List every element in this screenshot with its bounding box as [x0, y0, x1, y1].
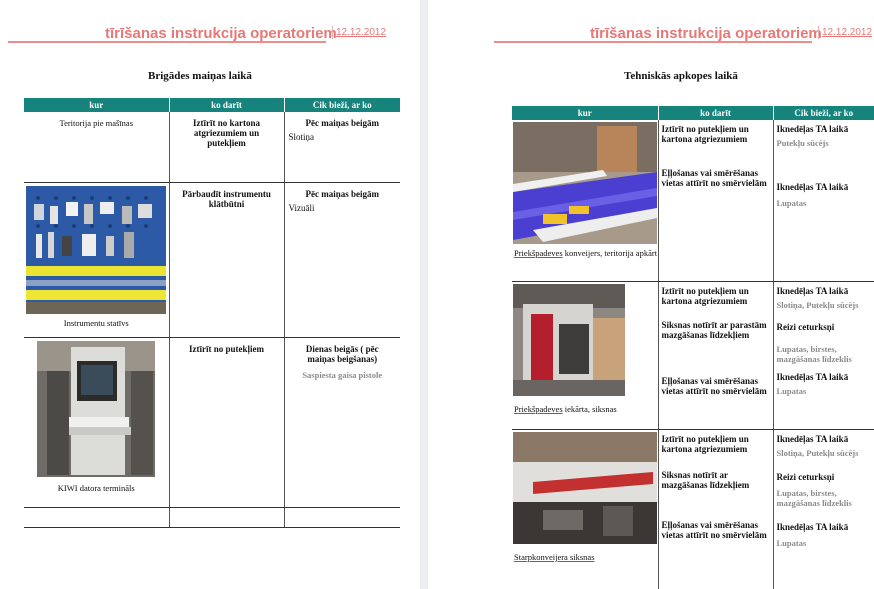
table-row: Starpkonveijera siksnas Iztīrīt no putek…: [512, 429, 874, 589]
freq-text: Pēc maiņas beigām: [305, 188, 380, 199]
table-row: Instrumentu statīvs Pārbaudīt instrument…: [24, 182, 400, 338]
freq-text: Dienas beigās ( pēc maiņas beigšanas): [305, 343, 379, 364]
kur-rest: konveijers, teritorija apkārt: [562, 248, 658, 258]
freq-cell: Iknedēļas TA laikā Slotiņa, Putekļu sūcē…: [772, 281, 874, 430]
ko-cell: Pārbaudīt instrumentu klātbūtni: [168, 182, 284, 338]
freq-cell: Pēc maiņas beigām Slotiņa: [283, 112, 400, 183]
cleaning-table-left: kur ko darīt Cik bieži, ar ko Teritorija…: [24, 98, 400, 528]
infeed-conveyor-photo: [513, 122, 657, 244]
kur-text: Starpkonveijera siksnas: [512, 544, 658, 562]
kur-cell: Starpkonveijera siksnas: [512, 429, 658, 589]
kiwi-terminal-photo: [37, 340, 156, 477]
kur-cell: Priekšpadeves iekārta, siksnas: [512, 281, 658, 430]
infeed-machine-photo: [513, 283, 625, 396]
kur-cell: KIWI datora termināls: [24, 337, 169, 508]
tool-text: Lupatas: [776, 198, 807, 208]
ko-text: Eļļošanas vai smērēšanas vietas attīrīt …: [661, 375, 767, 396]
ko-text: Siksnas notīrīt ar parastām mazgāšanas l…: [661, 319, 767, 340]
ko-text: Eļļošanas vai smērēšanas vietas attīrīt …: [661, 168, 767, 188]
empty-cell: [168, 507, 284, 528]
tool-text: Lupatas: [776, 385, 807, 396]
header-title: tīrīšanas instrukcija operatoriem: [105, 25, 337, 42]
header-line: [8, 41, 326, 43]
ko-text: Pārbaudīt instrumentu klātbūtni: [182, 188, 271, 209]
table-row: Priekšpadeves konveijers, teritorija apk…: [512, 120, 874, 282]
cleaning-table-right: kur ko darīt Cik bieži, ar ko: [512, 106, 874, 589]
header-title: tīrīšanas instrukcija operatoriem: [590, 25, 822, 42]
kur-underlined: Starpkonveijera siksnas: [514, 551, 595, 562]
ko-text: Iztīrīt no putekļiem un kartona atgriezu…: [661, 433, 749, 454]
freq-cell: Iknedēļas TA laikā Putekļu sūcējs Iknedē…: [772, 120, 874, 282]
freq-cell: Pēc maiņas beigām Vizuāli: [283, 182, 400, 338]
ko-text: Iztīrīt no kartona atgriezumiem un putek…: [193, 118, 260, 148]
ko-cell: Iztīrīt no putekļiem un kartona atgriezu…: [657, 429, 773, 589]
kur-cell: Instrumentu statīvs: [24, 182, 169, 338]
kur-underlined: Priekšpadeves: [514, 248, 563, 258]
ko-cell: Iztīrīt no kartona atgriezumiem un putek…: [168, 112, 284, 183]
tool-text: Saspiesta gaisa pistole: [302, 369, 383, 380]
kur-text: Priekšpadeves iekārta, siksnas: [512, 396, 658, 414]
ko-text: Iztīrīt no putekļiem: [189, 343, 264, 354]
kur-text: Priekšpadeves konveijers, teritorija apk…: [512, 244, 658, 258]
table-header-row: kur ko darīt Cik bieži, ar ko: [512, 106, 874, 120]
tool-text: Lupatas, birstes, mazgāšanas līdzeklis: [776, 487, 852, 508]
header-date: 12.12.2012: [332, 26, 389, 39]
ko-cell: Iztīrīt no putekļiem: [168, 337, 284, 508]
kur-text: Instrumentu statīvs: [63, 317, 129, 328]
freq-text: Reizi ceturksņi: [776, 321, 835, 332]
tool-text: Slotiņa, Putekļu sūcējs: [776, 447, 859, 458]
kur-cell: Teritorija pie mašīnas: [24, 112, 169, 183]
transfer-conveyor-photo: [513, 431, 657, 544]
tool-text: Lupatas, birstes, mazgāšanas līdzeklis: [776, 343, 852, 364]
empty-cell: [24, 507, 169, 528]
freq-text: Iknedēļas TA laikā: [776, 124, 849, 134]
ko-cell: Iztīrīt no putekļiem un kartona atgriezu…: [657, 281, 773, 430]
col-header-freq: Cik bieži, ar ko: [772, 106, 874, 120]
tool-rack-photo: [26, 185, 167, 314]
freq-text: Reizi ceturksņi: [776, 471, 835, 482]
freq-text: Iknedēļas TA laikā: [776, 433, 849, 444]
tool-text: Slotiņa: [288, 132, 315, 142]
ko-text: Siksnas notīrīt ar mazgāšanas līdzekļiem: [661, 469, 750, 490]
freq-cell: Dienas beigās ( pēc maiņas beigšanas) Sa…: [283, 337, 400, 508]
freq-text: Iknedēļas TA laikā: [776, 182, 849, 192]
header-line: [494, 41, 812, 43]
table-row: Priekšpadeves iekārta, siksnas Iztīrīt n…: [512, 281, 874, 430]
col-header-ko: ko darīt: [168, 98, 284, 112]
freq-text: Iknedēļas TA laikā: [776, 285, 849, 296]
section-title: Brigādes maiņas laikā: [148, 70, 252, 82]
ko-text: Eļļošanas vai smērēšanas vietas attīrīt …: [661, 519, 767, 540]
ko-text: Iztīrīt no putekļiem un kartona atgriezu…: [661, 285, 749, 306]
kur-text: Teritorija pie mašīnas: [59, 118, 134, 128]
header-date: 12.12.2012: [818, 26, 874, 39]
table-row: [24, 507, 400, 528]
page-gap: [420, 0, 428, 589]
empty-cell: [283, 507, 400, 528]
kur-underlined: Priekšpadeves: [514, 403, 563, 414]
col-header-kur: kur: [24, 98, 169, 112]
kur-cell: Priekšpadeves konveijers, teritorija apk…: [512, 120, 658, 282]
right-page: tīrīšanas instrukcija operatoriem 12.12.…: [428, 0, 874, 589]
table-header-row: kur ko darīt Cik bieži, ar ko: [24, 98, 400, 112]
ko-text: Iztīrīt no putekļiem un kartona atgriezu…: [661, 124, 749, 144]
col-header-kur: kur: [512, 106, 658, 120]
section-title: Tehniskās apkopes laikā: [624, 70, 738, 82]
tool-text: Lupatas: [776, 537, 807, 548]
table-row: KIWI datora termināls Iztīrīt no putekļi…: [24, 337, 400, 508]
kur-rest: iekārta, siksnas: [562, 403, 617, 414]
col-header-ko: ko darīt: [657, 106, 773, 120]
left-page: tīrīšanas instrukcija operatoriem 12.12.…: [0, 0, 420, 589]
tool-text: Vizuāli: [288, 202, 315, 213]
col-header-freq: Cik bieži, ar ko: [283, 98, 400, 112]
tool-text: Putekļu sūcējs: [776, 138, 829, 148]
tool-text: Slotiņa, Putekļu sūcējs: [776, 299, 859, 310]
ko-cell: Iztīrīt no putekļiem un kartona atgriezu…: [657, 120, 773, 282]
table-row: Teritorija pie mašīnas Iztīrīt no karton…: [24, 112, 400, 183]
freq-text: Iknedēļas TA laikā: [776, 521, 849, 532]
freq-text: Pēc maiņas beigām: [305, 118, 380, 128]
freq-text: Iknedēļas TA laikā: [776, 371, 849, 382]
kur-text: KIWI datora termināls: [57, 482, 135, 493]
freq-cell: Iknedēļas TA laikā Slotiņa, Putekļu sūcē…: [772, 429, 874, 589]
